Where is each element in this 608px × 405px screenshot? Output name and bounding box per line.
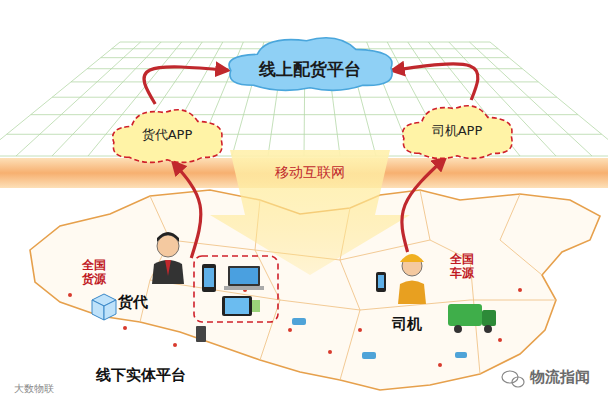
platform-cloud: 线上配货平台 xyxy=(222,32,398,94)
device-group-box xyxy=(194,256,278,322)
band-label: 移动互联网 xyxy=(250,160,370,182)
app-cloud: 货代APP xyxy=(108,104,226,166)
flow-arrow-connector xyxy=(173,162,201,258)
source-label: 全国货源 xyxy=(82,258,107,287)
app-cloud: 司机APP xyxy=(398,100,516,162)
vehicle-icons xyxy=(250,300,467,359)
device-icons xyxy=(196,264,264,342)
role-label: 货代 xyxy=(118,293,197,311)
driver-group: 全国车源司机 xyxy=(392,252,496,342)
network-band-label: 移动互联网 xyxy=(250,160,370,186)
watermark: 大数物联 xyxy=(14,382,54,396)
watermark: 物流指闻 xyxy=(530,368,590,387)
driver-figure xyxy=(376,254,426,304)
flow-arrow xyxy=(210,150,410,275)
cloud-label: 司机APP xyxy=(398,100,516,140)
role-label: 司机 xyxy=(392,315,496,333)
flow-arrow-connector xyxy=(392,64,478,100)
cloud-label: 线上配货平台 xyxy=(222,32,398,81)
forwarder-figure xyxy=(152,232,184,284)
cargo-icon xyxy=(92,294,116,320)
offline-map-region: 全国货源货代 全国车源司机线下实体平台 xyxy=(0,188,608,402)
flow-arrow-connector xyxy=(402,158,445,252)
region-label: 线下实体平台 xyxy=(96,366,186,385)
city-dots xyxy=(68,288,522,367)
watermark-icon xyxy=(502,371,524,387)
source-label: 全国车源 xyxy=(450,252,475,281)
truck-icon xyxy=(448,304,496,333)
forwarder-group: 全国货源货代 xyxy=(82,258,197,322)
flow-arrow-connector xyxy=(144,67,228,104)
cloud-label: 货代APP xyxy=(108,104,226,144)
